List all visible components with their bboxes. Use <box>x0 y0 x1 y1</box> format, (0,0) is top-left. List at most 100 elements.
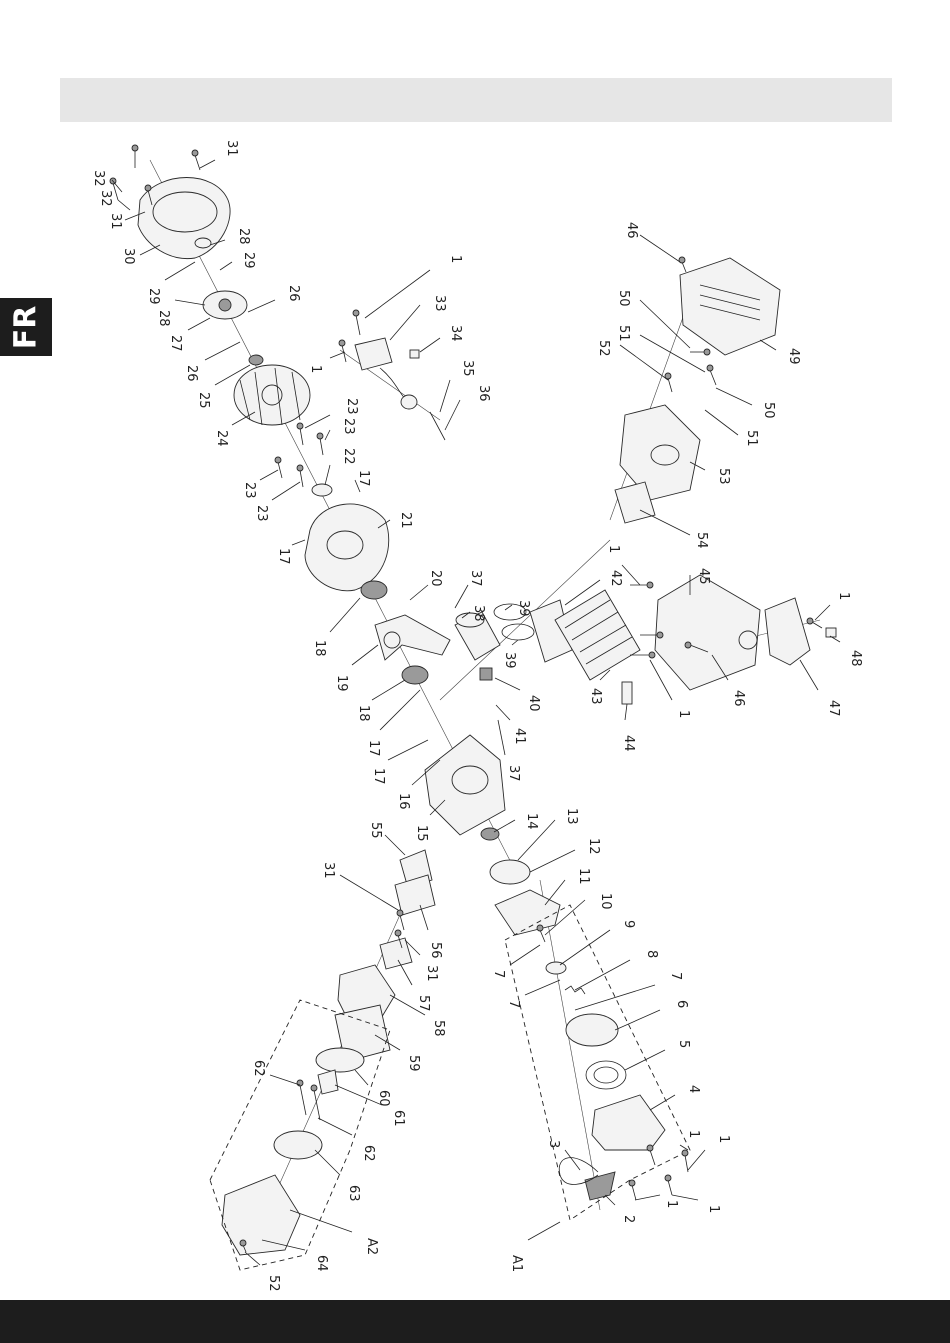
callout-37: 37 <box>455 570 483 608</box>
callout-leader <box>445 400 460 430</box>
callout-number: 4 <box>686 1085 701 1093</box>
callout-number: 44 <box>621 735 636 752</box>
callout-51: 51 <box>705 410 759 447</box>
spark-plug <box>622 682 632 704</box>
callout-leader <box>290 1210 352 1232</box>
callout-leader <box>705 410 738 435</box>
callout-leader <box>385 835 405 855</box>
callout-A2: A2 <box>290 1210 379 1255</box>
callout-number: 29 <box>146 288 161 305</box>
callout-number: 11 <box>576 868 591 885</box>
callout-leader <box>525 980 560 995</box>
callout-63: 63 <box>315 1150 361 1202</box>
callout-61: 61 <box>335 1085 406 1127</box>
callout-14: 14 <box>494 813 539 832</box>
callout-leader <box>680 1145 688 1150</box>
callout-36: 36 <box>445 385 491 430</box>
callout-number: 1 <box>308 365 323 373</box>
spark-cap <box>401 395 417 409</box>
starter-handle <box>585 1172 615 1200</box>
callout-leader <box>248 300 275 312</box>
callout-number: 28 <box>156 310 171 327</box>
callout-number: 22 <box>341 448 356 465</box>
callout-number: 52 <box>596 340 611 357</box>
callout-leader <box>560 930 610 965</box>
bearing-18-top <box>361 581 387 599</box>
callout-number: 58 <box>431 1020 446 1037</box>
callout-leader <box>355 1070 368 1085</box>
cover-opening <box>739 631 757 649</box>
callout-number: 39 <box>502 652 517 669</box>
callout-49: 49 <box>760 340 801 365</box>
callout-leader <box>188 318 210 330</box>
callout-30: 30 <box>121 245 160 265</box>
callout-7: 7 <box>506 980 560 1008</box>
callout-leader <box>625 704 627 720</box>
callout-leader <box>270 1075 300 1085</box>
callout-leader <box>640 235 680 262</box>
callout-number: 50 <box>616 290 631 307</box>
callout-leader <box>220 262 232 270</box>
callout-number: 14 <box>524 813 539 830</box>
callout-number: 1 <box>706 1205 721 1213</box>
callout-leader <box>530 850 575 872</box>
callout-5: 5 <box>625 1040 691 1070</box>
callout-leader <box>380 690 420 730</box>
callout-39: 39 <box>505 600 531 617</box>
starter-reel <box>566 1014 618 1046</box>
callout-number: 32 <box>91 170 106 187</box>
callout-leader <box>625 1050 665 1070</box>
air-filter-cover <box>222 1175 300 1255</box>
callout-26: 26 <box>248 285 301 312</box>
callout-leader <box>390 305 420 340</box>
callout-leader <box>494 820 515 832</box>
callout-23: 23 <box>242 470 278 499</box>
callout-number: 39 <box>516 600 531 617</box>
callout-number: 17 <box>366 740 381 757</box>
callout-number: 36 <box>476 385 491 402</box>
pulley-plate <box>490 860 530 884</box>
callout-number: 1 <box>716 1135 731 1143</box>
callout-number: 1 <box>664 1200 679 1208</box>
callout-number: 54 <box>694 532 709 549</box>
callout-leader <box>292 540 305 545</box>
callout-17: 17 <box>366 690 420 757</box>
callout-leader <box>118 200 130 210</box>
callout-number: 1 <box>448 255 463 263</box>
callout-number: 21 <box>398 512 413 529</box>
callout-number: 17 <box>356 470 371 487</box>
callout-17: 17 <box>276 540 305 565</box>
callout-7: 7 <box>491 945 540 978</box>
callout-number: 55 <box>368 822 383 839</box>
cover-plate <box>765 598 810 665</box>
callout-number: 7 <box>491 970 506 978</box>
bracket-61 <box>318 1070 338 1094</box>
gasket-11 <box>495 890 560 935</box>
callout-number: 46 <box>624 222 639 239</box>
callout-leader <box>605 1195 615 1205</box>
callout-53: 53 <box>690 462 731 485</box>
callout-number: 26 <box>286 285 301 302</box>
callout-leader <box>640 510 690 535</box>
callout-leader <box>365 270 430 318</box>
callout-1: 1 <box>308 352 345 373</box>
callout-number: 28 <box>236 228 251 245</box>
callout-46: 46 <box>624 222 680 262</box>
callout-number: A2 <box>364 1238 379 1255</box>
callout-number: 33 <box>432 295 447 312</box>
callout-number: 23 <box>242 482 257 499</box>
callout-number: 47 <box>826 700 841 717</box>
callout-number: 18 <box>312 640 327 657</box>
callout-number: 13 <box>564 808 579 825</box>
callout-leader <box>325 430 330 440</box>
callout-leader <box>318 1118 352 1135</box>
spacer-48 <box>826 628 836 637</box>
insulator-56 <box>395 875 435 915</box>
callout-number: 27 <box>168 335 183 352</box>
callout-number: 62 <box>251 1060 266 1077</box>
callout-leader <box>635 1195 660 1200</box>
callout-leader <box>688 1150 705 1170</box>
spacer-34 <box>410 350 419 358</box>
oil-seal <box>481 828 499 840</box>
callout-leader <box>575 960 630 990</box>
